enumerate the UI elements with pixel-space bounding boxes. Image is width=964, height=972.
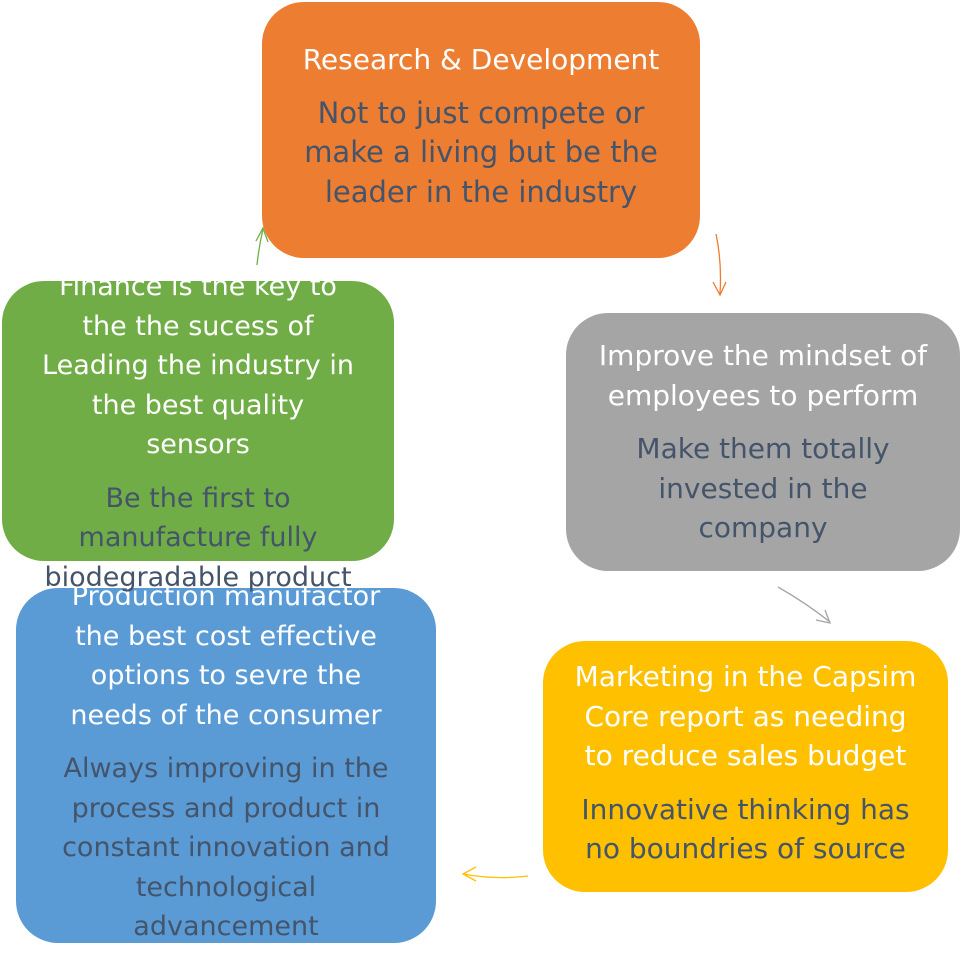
node-employees: Improve the mindset of employees to perf…: [566, 313, 960, 571]
node-title: Research & Development: [302, 43, 660, 76]
node-detail: Innovative thinking has no boundries of …: [543, 790, 948, 869]
detail-line: Make them totally: [636, 432, 890, 465]
detail-line: make a living but be the: [304, 135, 658, 169]
detail-line: advancement: [133, 911, 319, 942]
detail-line: leader in the industry: [324, 174, 638, 209]
node-title: Production manufactor the best cost effe…: [16, 577, 436, 735]
node-finance: Finance is the key to the the sucess of …: [2, 271, 394, 593]
title-line: the the sucess of: [82, 310, 314, 342]
title-line: needs of the consumer: [70, 699, 382, 731]
title-line: sensors: [146, 429, 250, 460]
arrow-rd-to-employees: [712, 233, 727, 297]
node-detail: Make them totally invested in the compan…: [566, 429, 960, 548]
title-line: Marketing in the Capsim: [574, 660, 917, 693]
node-research-development: Research & Development Not to just compe…: [262, 2, 700, 258]
detail-line: invested in the: [658, 471, 868, 505]
title-line: options to sevre the: [90, 660, 362, 691]
detail-line: constant innovation and: [62, 832, 390, 863]
node-title: Marketing in the Capsim Core report as n…: [543, 657, 948, 776]
node-title: Finance is the key to the the sucess of …: [2, 267, 394, 465]
detail-line: Be the first to: [105, 482, 291, 514]
detail-line: technological: [135, 871, 317, 903]
title-line: employees to perform: [607, 378, 919, 412]
node-detail: Be the first to manufacture fully biodeg…: [2, 479, 394, 598]
node-detail: Not to just compete or make a living but…: [262, 94, 700, 213]
node-marketing: Marketing in the Capsim Core report as n…: [543, 641, 948, 892]
detail-line: biodegradable product: [44, 561, 352, 593]
detail-line: Not to just compete or: [317, 95, 645, 130]
title-line: Improve the mindset of: [598, 339, 928, 372]
title-line: Leading the industry in: [42, 350, 354, 381]
title-line: the best cost effective: [75, 620, 377, 652]
detail-line: Innovative thinking has: [581, 792, 910, 826]
detail-line: company: [698, 511, 828, 544]
title-line: Finance is the key to: [59, 271, 337, 302]
title-line: the best quality: [91, 389, 305, 421]
node-title: Improve the mindset of employees to perf…: [566, 336, 960, 415]
arrow-marketing-to-production: [461, 866, 529, 882]
title-line: Production manufactor: [71, 581, 381, 612]
title-line: Core report as needing: [584, 699, 907, 733]
title-line: to reduce sales budget: [584, 739, 907, 772]
detail-line: process and product in: [71, 792, 381, 824]
detail-line: Always improving in the: [63, 753, 389, 784]
detail-line: no boundries of source: [585, 832, 906, 865]
arrow-employees-to-marketing: [777, 586, 832, 624]
node-production: Production manufactor the best cost effe…: [16, 581, 436, 943]
detail-line: manufacture fully: [78, 522, 318, 553]
node-detail: Always improving in the process and prod…: [16, 749, 436, 947]
